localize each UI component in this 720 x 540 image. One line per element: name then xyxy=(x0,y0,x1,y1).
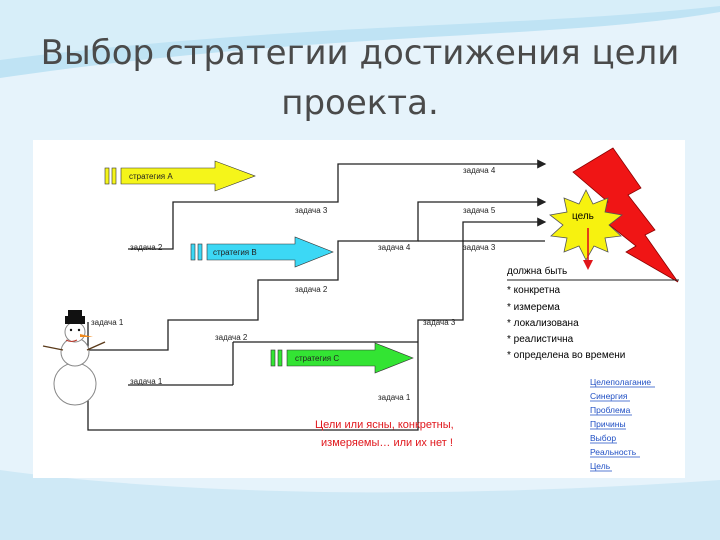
requirement-item: * реалистична xyxy=(507,334,574,345)
top-wave-light xyxy=(0,0,720,60)
link-goal-setting[interactable]: Целеполагание xyxy=(590,377,651,387)
path-strategy-b-branch xyxy=(418,217,547,242)
strategy-diagram: стратегия А стратегия В стратегия С зада… xyxy=(33,140,685,478)
strategy-c-arrow: стратегия С xyxy=(270,342,414,374)
down-arrow-icon xyxy=(583,260,593,270)
link-synergy[interactable]: Синергия xyxy=(590,391,628,401)
strategy-c-label: стратегия С xyxy=(295,354,339,363)
slide-title-line-1: Выбор стратегии достижения цели xyxy=(40,33,680,73)
path-strategy-c xyxy=(87,240,545,431)
task-label: задача 2 xyxy=(295,285,328,294)
goal-starburst: цель xyxy=(549,189,623,270)
requirement-item: * конкретна xyxy=(507,285,561,296)
note-line-2: измеряемы… или их нет ! xyxy=(321,437,453,449)
task-label: задача 4 xyxy=(463,166,496,175)
requirement-item: * измерема xyxy=(507,302,560,313)
task-label: задача 1 xyxy=(130,377,163,386)
task-label: задача 2 xyxy=(215,333,248,342)
task-label: задача 3 xyxy=(423,318,456,327)
strategy-b-label: стратегия В xyxy=(213,248,257,257)
path-strategy-a xyxy=(128,159,547,250)
requirements-heading: должна быть xyxy=(507,265,567,277)
strategy-b-arrow: стратегия В xyxy=(190,236,334,268)
link-causes[interactable]: Причины xyxy=(590,419,626,429)
task-label: задача 1 xyxy=(378,393,411,402)
note-line-1: Цели или ясны, конкретны, xyxy=(315,419,454,431)
bottom-wave xyxy=(0,470,720,540)
slide-title: Выбор стратегии достижения цели проекта. xyxy=(40,28,680,128)
strategy-a-arrow: стратегия А xyxy=(104,160,256,192)
link-goal[interactable]: Цель xyxy=(590,461,611,471)
task-label: задача 3 xyxy=(463,243,496,252)
requirement-item: * локализована xyxy=(507,318,579,329)
link-reality[interactable]: Реальность xyxy=(590,447,637,457)
slide-title-line-2: проекта. xyxy=(281,83,439,123)
strategy-a-label: стратегия А xyxy=(129,172,173,181)
diagram-canvas: стратегия А стратегия В стратегия С зада… xyxy=(42,147,679,472)
requirement-item: * определена во времени xyxy=(507,350,625,361)
link-problem[interactable]: Проблема xyxy=(590,405,631,415)
path-strategy-b xyxy=(87,197,547,351)
goal-label: цель xyxy=(572,211,594,222)
topic-links: Целеполагание Синергия Проблема Причины … xyxy=(590,377,655,472)
lightning-icon xyxy=(572,147,679,283)
snowman-icon xyxy=(42,310,106,406)
task-label: задача 2 xyxy=(130,243,163,252)
task-label: задача 5 xyxy=(463,206,496,215)
task-label: задача 4 xyxy=(378,243,411,252)
link-choice[interactable]: Выбор xyxy=(590,433,616,443)
task-label: задача 1 xyxy=(91,318,124,327)
task-label: задача 3 xyxy=(295,206,328,215)
